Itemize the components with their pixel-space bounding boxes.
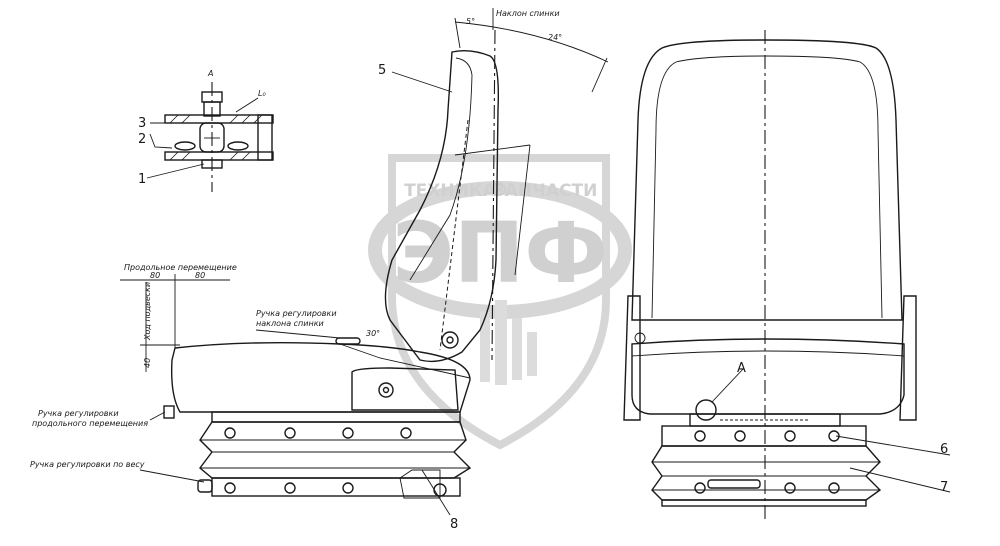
- side-view: Наклон спинки 5° 24° 5 Ручка регулировки…: [30, 8, 609, 532]
- dim-travel: 40: [143, 358, 152, 368]
- section-dimension: L₀: [258, 89, 266, 98]
- angle-large: 24°: [548, 33, 562, 42]
- front-callout-7: 7: [940, 480, 948, 495]
- label-weight-handle: Ручка регулировки по весу: [30, 460, 145, 469]
- watermark: ТЕХНИКА ЗАПЧАСТИ ЭПФ: [368, 154, 632, 450]
- front-callout-a: А: [737, 361, 746, 376]
- watermark-buildings-icon: [480, 300, 537, 385]
- dim-right: 80: [195, 271, 205, 280]
- watermark-logo: ЭПФ: [392, 204, 607, 302]
- section-view-a: А L₀ 3 2: [138, 69, 274, 192]
- callout-3: 3: [138, 116, 146, 131]
- label-longitudinal-handle-2: продольного перемещения: [32, 419, 148, 428]
- front-view: А 6 7: [623, 30, 951, 520]
- watermark-gear-icon: [492, 182, 506, 196]
- callout-1: 1: [138, 172, 146, 187]
- front-callout-6: 6: [940, 442, 948, 457]
- section-title: А: [207, 69, 213, 78]
- callout-8: 8: [450, 517, 458, 532]
- label-suspension-travel: Ход подвески: [143, 282, 152, 341]
- angle-small: 5°: [466, 17, 475, 26]
- label-longitudinal-move: Продольное перемещение: [124, 263, 237, 272]
- watermark-text-left: ТЕХНИКА: [404, 181, 497, 201]
- callout-2: 2: [138, 132, 146, 147]
- label-backrest-handle-2: наклона спинки: [256, 319, 324, 328]
- label-longitudinal-handle-1: Ручка регулировки: [38, 409, 119, 418]
- angle-handle: 30°: [366, 329, 380, 338]
- dim-left: 80: [150, 271, 160, 280]
- callout-5: 5: [378, 63, 386, 78]
- label-backrest-handle-1: Ручка регулировки: [256, 309, 337, 318]
- watermark-text-right: ЗАПЧАСТИ: [493, 181, 598, 201]
- label-backrest-tilt: Наклон спинки: [496, 9, 560, 18]
